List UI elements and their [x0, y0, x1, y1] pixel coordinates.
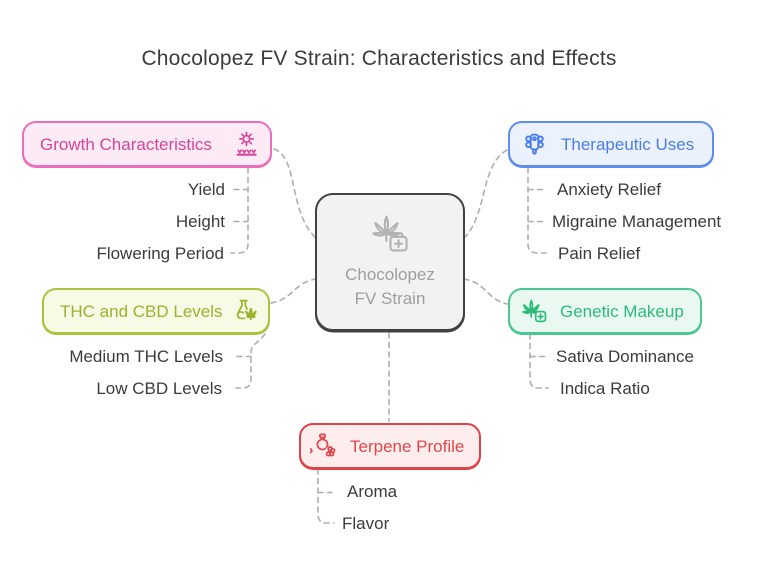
node-growth-characteristics: Growth Characteristics	[22, 121, 272, 167]
item-yield: Yield	[187, 180, 225, 199]
connector-therapeutic-items	[527, 167, 547, 254]
connector-growth-items	[230, 167, 249, 254]
item-anxiety-relief: Anxiety Relief	[557, 180, 661, 199]
perfume-flower-icon	[310, 432, 338, 460]
connector-center-to-therapeutic	[463, 149, 508, 239]
node-thc-cbd-levels: THC and CBD Levels	[42, 288, 270, 334]
node-terpene-profile: Terpene Profile	[299, 423, 481, 469]
connector-terpene-items	[317, 468, 335, 524]
item-low-cbd-levels: Low CBD Levels	[96, 379, 222, 398]
center-node-label: Chocolopez FV Strain	[345, 263, 435, 311]
item-sativa-dominance: Sativa Dominance	[556, 347, 694, 366]
item-aroma: Aroma	[347, 482, 398, 501]
center-label-line2: FV Strain	[354, 288, 426, 308]
connector-thc-to-center	[270, 278, 317, 304]
diagram-title: Chocolopez FV Strain: Characteristics an…	[141, 47, 617, 70]
connector-genetic-items	[529, 333, 549, 389]
item-height: Height	[175, 212, 225, 231]
connector-thc-items	[235, 333, 266, 389]
genetic-label: Genetic Makeup	[560, 301, 684, 321]
sun-seedlings-icon	[233, 131, 260, 158]
item-indica-ratio: Indica Ratio	[560, 379, 650, 398]
item-migraine-management: Migraine Management	[552, 212, 722, 231]
item-medium-thc-levels: Medium THC Levels	[69, 347, 223, 366]
connector-growth-to-center	[273, 148, 317, 239]
growth-label: Growth Characteristics	[40, 134, 212, 154]
flask-leaf-icon	[232, 297, 260, 325]
cannabis-medkit-icon	[364, 214, 416, 259]
connector-center-to-genetic	[463, 278, 508, 305]
item-flavor: Flavor	[342, 514, 390, 533]
terpene-label: Terpene Profile	[350, 436, 465, 456]
pill-dispenser-icon	[521, 131, 548, 158]
item-pain-relief: Pain Relief	[558, 244, 641, 263]
node-genetic-makeup: Genetic Makeup	[508, 288, 702, 334]
cannabis-plus-icon	[520, 297, 548, 325]
center-label-line1: Chocolopez	[345, 264, 435, 284]
item-flowering-period: Flowering Period	[96, 244, 224, 263]
node-center-strain: Chocolopez FV Strain	[315, 193, 465, 331]
node-therapeutic-uses: Therapeutic Uses	[508, 121, 714, 167]
therapeutic-label: Therapeutic Uses	[561, 134, 695, 154]
thc-cbd-label: THC and CBD Levels	[60, 301, 223, 321]
